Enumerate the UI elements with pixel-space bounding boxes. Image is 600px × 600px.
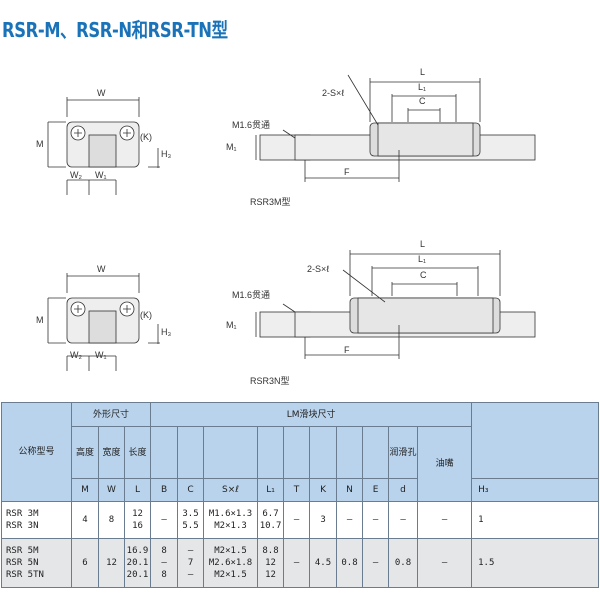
- header-length: 长度: [123, 426, 152, 479]
- cell-l: 12 16: [123, 501, 152, 539]
- dim-h3: H₃: [161, 149, 171, 159]
- caption: RSR3M型: [250, 197, 291, 207]
- dim-l: L: [420, 239, 425, 249]
- dim-s: 2-S×ℓ: [322, 88, 345, 98]
- cell-k: 4.5: [309, 538, 338, 588]
- sym-l1: L₁: [257, 478, 285, 502]
- cell-n: —: [336, 501, 364, 539]
- cell-m: 4: [71, 501, 99, 539]
- dim-k: (K): [140, 310, 152, 320]
- cell-e: —: [362, 538, 390, 588]
- dim-w2: W₂: [70, 350, 82, 360]
- dim-l1: L₁: [418, 82, 426, 92]
- header-grease-nipple: 油嘴: [417, 426, 473, 502]
- drawing-rsr3m: W M (K) H₃ W₂ W₁ L L₁ C 2-S×ℓ M1.6贯通 M₁ …: [36, 67, 536, 207]
- dim-c: C: [419, 96, 426, 106]
- cell-d: —: [388, 501, 419, 539]
- dim-l: L: [420, 67, 425, 77]
- dim-m1: M₁: [226, 142, 237, 152]
- sym-h3: H₃: [471, 478, 599, 502]
- dim-w1: W₁: [95, 350, 107, 360]
- dim-h3: H₃: [161, 327, 171, 337]
- cell-model: RSR 5M RSR 5N RSR 5TN: [1, 538, 72, 588]
- cell-w: 8: [98, 501, 125, 539]
- sym-w: W: [98, 478, 125, 502]
- dim-f: F: [344, 167, 350, 177]
- spec-table: 公称型号 外形尺寸 LM滑块尺寸 高度 宽度 长度 润滑孔 油嘴 M W L B…: [1, 402, 599, 588]
- cell-b: —: [150, 501, 179, 539]
- dim-m1: M₁: [226, 320, 237, 330]
- cell-nipple: —: [417, 538, 473, 588]
- cell-w: 12: [98, 538, 125, 588]
- header-model: 公称型号: [1, 402, 72, 502]
- cell-l1: 8.8 12 12: [257, 538, 285, 588]
- cell-e: —: [362, 501, 390, 539]
- cell-k: 3: [309, 501, 338, 539]
- dim-m: M: [36, 315, 44, 325]
- cell-model: RSR 3M RSR 3N: [1, 501, 72, 539]
- side-view: [255, 74, 536, 182]
- dim-w1: W₁: [95, 170, 107, 180]
- cell-s: M2×1.5 M2.6×1.8 M2×1.5: [203, 538, 259, 588]
- through-hole-label: M1.6贯通: [232, 290, 270, 300]
- cell-h3: 1.5: [471, 538, 599, 588]
- header-outer-dims: 外形尺寸: [70, 402, 152, 427]
- through-hole-label: M1.6贯通: [232, 120, 270, 130]
- sym-s: S×ℓ: [203, 478, 259, 502]
- header-lube-hole: 润滑孔: [388, 426, 419, 479]
- cell-c: — 7 —: [177, 538, 205, 588]
- page-title: RSR-M、RSR-N和RSR-TN型: [2, 18, 228, 42]
- dim-w2: W₂: [70, 170, 82, 180]
- drawing-rsr3n: W M (K) H₃ W₂ W₁ L L₁ C 2-S×ℓ M1.6贯通 M₁ …: [36, 239, 536, 386]
- dim-c: C: [420, 270, 427, 280]
- technical-drawings: W M (K) H₃ W₂ W₁ L L₁ C 2-S×ℓ M1.6贯通 M₁ …: [36, 67, 536, 386]
- end-view: [47, 273, 160, 371]
- sym-l: L: [123, 478, 152, 502]
- cell-c: 3.5 5.5: [177, 501, 205, 539]
- dim-w: W: [97, 88, 106, 98]
- cell-l1: 6.7 10.7: [257, 501, 285, 539]
- sym-b: B: [150, 478, 179, 502]
- header-width: 宽度: [98, 426, 125, 479]
- cell-b: 8 — 8: [150, 538, 179, 588]
- dim-l1: L₁: [418, 254, 426, 264]
- cell-h3: 1: [471, 501, 599, 539]
- end-view: [47, 97, 160, 195]
- sym-d: d: [388, 478, 419, 502]
- cell-l: 16.9 20.1 20.1: [123, 538, 152, 588]
- sym-t: T: [283, 478, 311, 502]
- caption: RSR3N型: [250, 376, 290, 386]
- dim-f: F: [344, 345, 350, 355]
- sym-e: E: [362, 478, 390, 502]
- cell-d: 0.8: [388, 538, 419, 588]
- dim-w: W: [97, 264, 106, 274]
- header-lm-block-dims: LM滑块尺寸: [150, 402, 473, 427]
- cell-m: 6: [71, 538, 99, 588]
- sym-n: N: [336, 478, 364, 502]
- cell-n: 0.8: [336, 538, 364, 588]
- dim-k: (K): [140, 132, 152, 142]
- cell-s: M1.6×1.3 M2×1.3: [203, 501, 259, 539]
- cell-t: —: [283, 501, 311, 539]
- sym-m: M: [71, 478, 99, 502]
- header-height: 高度: [71, 426, 99, 479]
- side-view: [255, 250, 536, 359]
- cell-nipple: —: [417, 501, 473, 539]
- sym-c: C: [177, 478, 205, 502]
- sym-k: K: [309, 478, 338, 502]
- cell-t: —: [283, 538, 311, 588]
- dim-s: 2-S×ℓ: [307, 264, 330, 274]
- dim-m: M: [36, 139, 44, 149]
